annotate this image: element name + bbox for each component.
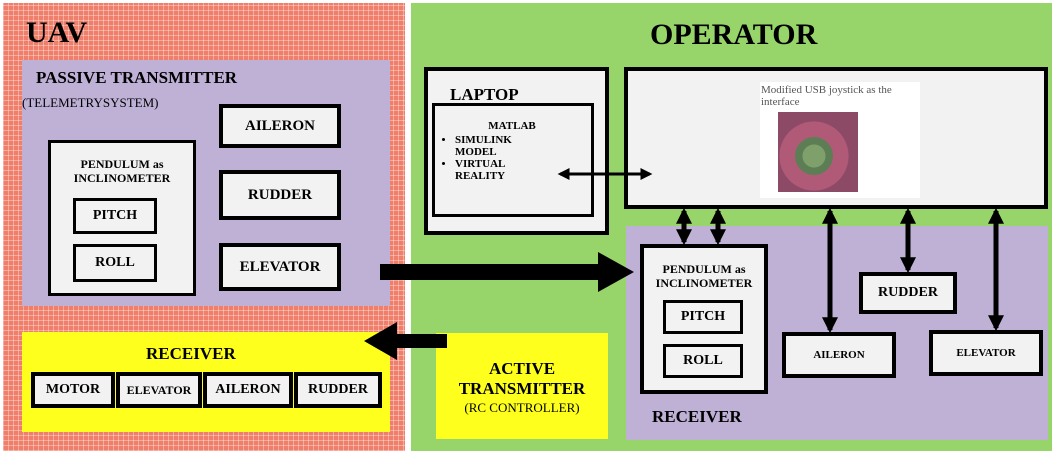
active-transmitter-title: ACTIVE TRANSMITTER: [458, 359, 586, 398]
passive-transmitter-subtitle: (TELEMETRYSYSTEM): [22, 95, 159, 110]
uav-receiver-aileron: AILERON: [203, 372, 293, 408]
matlab-item-simulink: SIMULINK MODEL: [455, 134, 525, 158]
rc-control-arrow: [364, 322, 447, 360]
operator-title: OPERATOR: [650, 18, 818, 51]
matlab-box: MATLAB SIMULINK MODEL VIRTUAL REALITY: [432, 103, 594, 217]
joystick-image: Modified USB joystick as the interface: [760, 82, 920, 198]
uav-receiver-rudder: RUDDER: [294, 372, 382, 408]
matlab-list: SIMULINK MODEL VIRTUAL REALITY: [439, 134, 525, 182]
joystick-caption: Modified USB joystick as the interface: [761, 84, 892, 108]
telemetry-arrow: [380, 252, 634, 292]
uav-elevator-box: ELEVATOR: [219, 243, 341, 291]
passive-transmitter-title: PASSIVE TRANSMITTER: [36, 68, 238, 87]
uav-pitch-box: PITCH: [73, 198, 157, 234]
joystick-photo: [778, 112, 858, 192]
uav-roll-box: ROLL: [73, 244, 157, 282]
uav-receiver-title: RECEIVER: [146, 344, 236, 363]
uav-title: UAV: [26, 16, 88, 49]
uav-receiver-motor: MOTOR: [31, 372, 115, 408]
active-transmitter-subtitle: (RC CONTROLLER): [464, 400, 580, 415]
operator-pendulum-label: PENDULUM as INCLINOMETER: [655, 262, 753, 290]
uav-rudder-box: RUDDER: [219, 170, 341, 220]
active-transmitter-region: [436, 333, 608, 439]
matlab-title: MATLAB: [488, 120, 536, 132]
operator-receiver-title: RECEIVER: [652, 407, 742, 426]
uav-pendulum-label: PENDULUM as INCLINOMETER: [73, 157, 171, 185]
operator-elevator-box: ELEVATOR: [929, 330, 1043, 376]
laptop-title: LAPTOP: [450, 85, 519, 104]
matlab-item-virtual-reality: VIRTUAL REALITY: [455, 158, 525, 182]
operator-pitch-box: PITCH: [663, 300, 743, 334]
uav-receiver-elevator: ELEVATOR: [116, 372, 202, 408]
uav-aileron-box: AILERON: [219, 104, 341, 148]
operator-roll-box: ROLL: [663, 344, 743, 378]
operator-rudder-box: RUDDER: [859, 272, 957, 314]
operator-aileron-box: AILERON: [782, 332, 896, 378]
